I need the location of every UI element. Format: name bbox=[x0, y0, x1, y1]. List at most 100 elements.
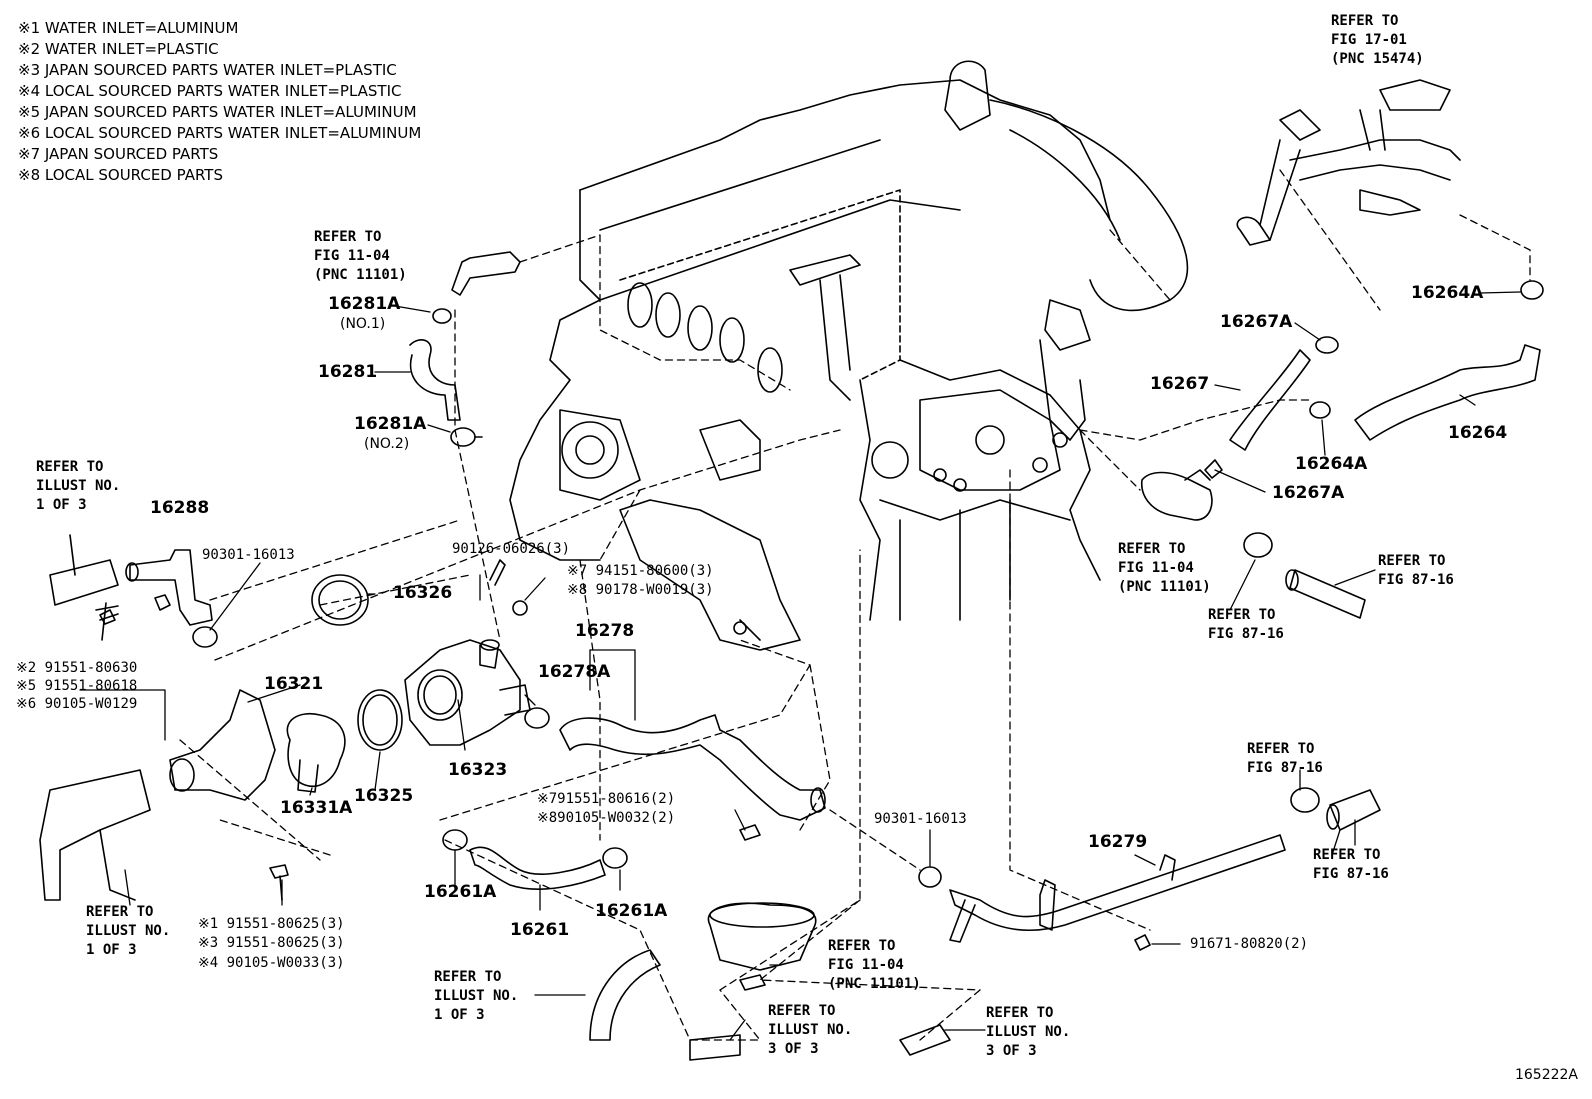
hw-label-91551-80616[interactable]: ※791551-80616(2) bbox=[537, 791, 676, 807]
part-label-16261[interactable]: 16261 bbox=[510, 920, 570, 940]
part-label-16281A-no2[interactable]: 16281A bbox=[354, 414, 427, 434]
ref-note-fig11-04-top[interactable]: REFER TO FIG 11-04 (PNC 11101) bbox=[314, 228, 407, 285]
hw-label-90105-W0032[interactable]: ※890105-W0032(2) bbox=[537, 810, 676, 826]
ref-note-fig17-01[interactable]: REFER TO FIG 17-01 (PNC 15474) bbox=[1331, 12, 1424, 69]
leader-lines bbox=[179, 169, 1531, 1041]
part-note-no2: (NO.2) bbox=[364, 436, 410, 452]
part-label-16267A-top[interactable]: 16267A bbox=[1220, 312, 1293, 332]
legend-item: ※6 LOCAL SOURCED PARTS WATER INLET=ALUMI… bbox=[18, 124, 422, 142]
drawing-code: 165222A bbox=[1514, 1067, 1578, 1083]
label-callouts bbox=[79, 291, 1521, 1041]
ref-line: (PNC 11101) bbox=[1118, 579, 1211, 595]
ref-line: REFER TO bbox=[1208, 607, 1276, 623]
legend: ※1 WATER INLET=ALUMINUM ※2 WATER INLET=P… bbox=[18, 18, 421, 186]
ref-note-fig87-16-d[interactable]: REFER TO FIG 87-16 bbox=[1313, 846, 1389, 884]
ref-note-illust-3of3-a[interactable]: REFER TO ILLUST NO. 3 OF 3 bbox=[768, 1002, 852, 1059]
ref-line: ILLUST NO. bbox=[986, 1024, 1071, 1040]
ref-note-fig87-16-b[interactable]: REFER TO FIG 87-16 bbox=[1208, 606, 1284, 644]
hw-label-91551-80618[interactable]: ※5 91551-80618 bbox=[16, 678, 138, 694]
part-label-16278[interactable]: 16278 bbox=[575, 621, 635, 641]
ref-line: FIG 11-04 bbox=[1118, 560, 1194, 576]
hw-label-91551-80625-3[interactable]: ※3 91551-80625(3) bbox=[198, 935, 345, 951]
ref-line: REFER TO bbox=[1313, 847, 1381, 863]
ref-line: REFER TO bbox=[1331, 13, 1399, 29]
pipe-16278-art bbox=[559, 714, 826, 841]
ref-line: REFER TO bbox=[1378, 553, 1446, 569]
hose-16281-art bbox=[409, 251, 521, 447]
ref-line: REFER TO bbox=[36, 459, 104, 475]
part-label-16264[interactable]: 16264 bbox=[1448, 423, 1508, 443]
part-label-16264A-mid[interactable]: 16264A bbox=[1295, 454, 1368, 474]
ref-note-fig87-16-c[interactable]: REFER TO FIG 87-16 bbox=[1247, 740, 1323, 778]
ref-line: FIG 87-16 bbox=[1208, 626, 1284, 642]
ref-line: REFER TO bbox=[828, 938, 896, 954]
ref-line: FIG 87-16 bbox=[1247, 760, 1323, 776]
ref-line: REFER TO bbox=[86, 904, 154, 920]
ref-line: ILLUST NO. bbox=[86, 923, 171, 939]
hw-label-90126-06026[interactable]: 90126-06026(3) bbox=[452, 541, 571, 557]
part-label-16281[interactable]: 16281 bbox=[318, 362, 378, 382]
part-label-16288[interactable]: 16288 bbox=[150, 498, 210, 518]
legend-item: ※8 LOCAL SOURCED PARTS bbox=[18, 166, 223, 184]
hw-label-90178-W0019[interactable]: ※8 90178-W0019(3) bbox=[567, 582, 714, 598]
pipe-16288-art bbox=[49, 534, 218, 648]
ref-line: 1 OF 3 bbox=[36, 497, 87, 513]
part-label-16326[interactable]: 16326 bbox=[393, 583, 453, 603]
ref-note-fig11-04-right[interactable]: REFER TO FIG 11-04 (PNC 11101) bbox=[1118, 540, 1211, 597]
ref-note-fig11-04-bottom[interactable]: REFER TO FIG 11-04 (PNC 11101) bbox=[828, 937, 921, 994]
legend-item: ※2 WATER INLET=PLASTIC bbox=[18, 40, 219, 58]
ref-line: FIG 11-04 bbox=[314, 248, 390, 264]
ref-line: ILLUST NO. bbox=[36, 478, 121, 494]
part-label-16323[interactable]: 16323 bbox=[448, 760, 508, 780]
ref-line: REFER TO bbox=[986, 1005, 1054, 1021]
exhaust-manifold bbox=[944, 60, 1189, 441]
part-label-16264A-top[interactable]: 16264A bbox=[1411, 283, 1484, 303]
ref-line: REFER TO bbox=[768, 1003, 836, 1019]
engine-block bbox=[509, 79, 1111, 651]
ref-line: FIG 11-04 bbox=[828, 957, 904, 973]
legend-item: ※4 LOCAL SOURCED PARTS WATER INLET=PLAST… bbox=[18, 82, 402, 100]
ref-line: 3 OF 3 bbox=[986, 1043, 1037, 1059]
ref-line: FIG 87-16 bbox=[1313, 866, 1389, 882]
legend-item: ※3 JAPAN SOURCED PARTS WATER INLET=PLAST… bbox=[18, 61, 397, 79]
part-label-16261A-right[interactable]: 16261A bbox=[595, 901, 668, 921]
hose-16261-art bbox=[442, 829, 628, 890]
legend-item: ※5 JAPAN SOURCED PARTS WATER INLET=ALUMI… bbox=[18, 103, 417, 121]
part-label-16267[interactable]: 16267 bbox=[1150, 374, 1210, 394]
part-label-16261A-left[interactable]: 16261A bbox=[424, 882, 497, 902]
part-label-16279[interactable]: 16279 bbox=[1088, 832, 1148, 852]
ref-note-illust-1of3-left-top[interactable]: REFER TO ILLUST NO. 1 OF 3 bbox=[36, 458, 120, 515]
hw-label-91551-80625-1[interactable]: ※1 91551-80625(3) bbox=[198, 916, 345, 932]
part-label-16281A-no1[interactable]: 16281A bbox=[328, 294, 401, 314]
ref-line: REFER TO bbox=[434, 969, 502, 985]
hw-label-90105-W0033[interactable]: ※4 90105-W0033(3) bbox=[198, 955, 345, 971]
part-label-16267A-mid[interactable]: 16267A bbox=[1272, 483, 1345, 503]
hw-label-91551-80630[interactable]: ※2 91551-80630 bbox=[16, 660, 138, 676]
ref-note-illust-1of3-mid-bottom[interactable]: REFER TO ILLUST NO. 1 OF 3 bbox=[434, 968, 518, 1025]
hw-label-94151-80600[interactable]: ※7 94151-80600(3) bbox=[567, 563, 714, 579]
ref-line: (PNC 15474) bbox=[1331, 51, 1424, 67]
ref-line: (PNC 11101) bbox=[828, 976, 921, 992]
ref-line: ILLUST NO. bbox=[768, 1022, 853, 1038]
ref-note-illust-3of3-b[interactable]: REFER TO ILLUST NO. 3 OF 3 bbox=[986, 1004, 1070, 1061]
ref-note-illust-1of3-left-bottom[interactable]: REFER TO ILLUST NO. 1 OF 3 bbox=[86, 903, 170, 960]
pipe-fig17-art bbox=[1236, 79, 1461, 246]
part-label-16278A[interactable]: 16278A bbox=[538, 662, 611, 682]
part-label-16321[interactable]: 16321 bbox=[264, 674, 324, 694]
part-note-no1: (NO.1) bbox=[340, 316, 386, 332]
hw-label-90301-16013-bottom[interactable]: 90301-16013 bbox=[874, 811, 967, 827]
part-label-16331A[interactable]: 16331A bbox=[280, 798, 353, 818]
ref-line: 1 OF 3 bbox=[434, 1007, 485, 1023]
part-label-16325[interactable]: 16325 bbox=[354, 786, 414, 806]
ref-note-fig87-16-a[interactable]: REFER TO FIG 87-16 bbox=[1378, 552, 1454, 590]
ref-line: REFER TO bbox=[1247, 741, 1315, 757]
hw-label-90301-16013-top[interactable]: 90301-16013 bbox=[202, 547, 295, 563]
ref-line: REFER TO bbox=[314, 229, 382, 245]
ref-line: REFER TO bbox=[1118, 541, 1186, 557]
legend-item: ※7 JAPAN SOURCED PARTS bbox=[18, 145, 219, 163]
hw-label-90105-W0129[interactable]: ※6 90105-W0129 bbox=[16, 696, 138, 712]
hw-label-91671-80820[interactable]: 91671-80820(2) bbox=[1190, 936, 1309, 952]
ref-line: (PNC 11101) bbox=[314, 267, 407, 283]
ref-line: ILLUST NO. bbox=[434, 988, 519, 1004]
